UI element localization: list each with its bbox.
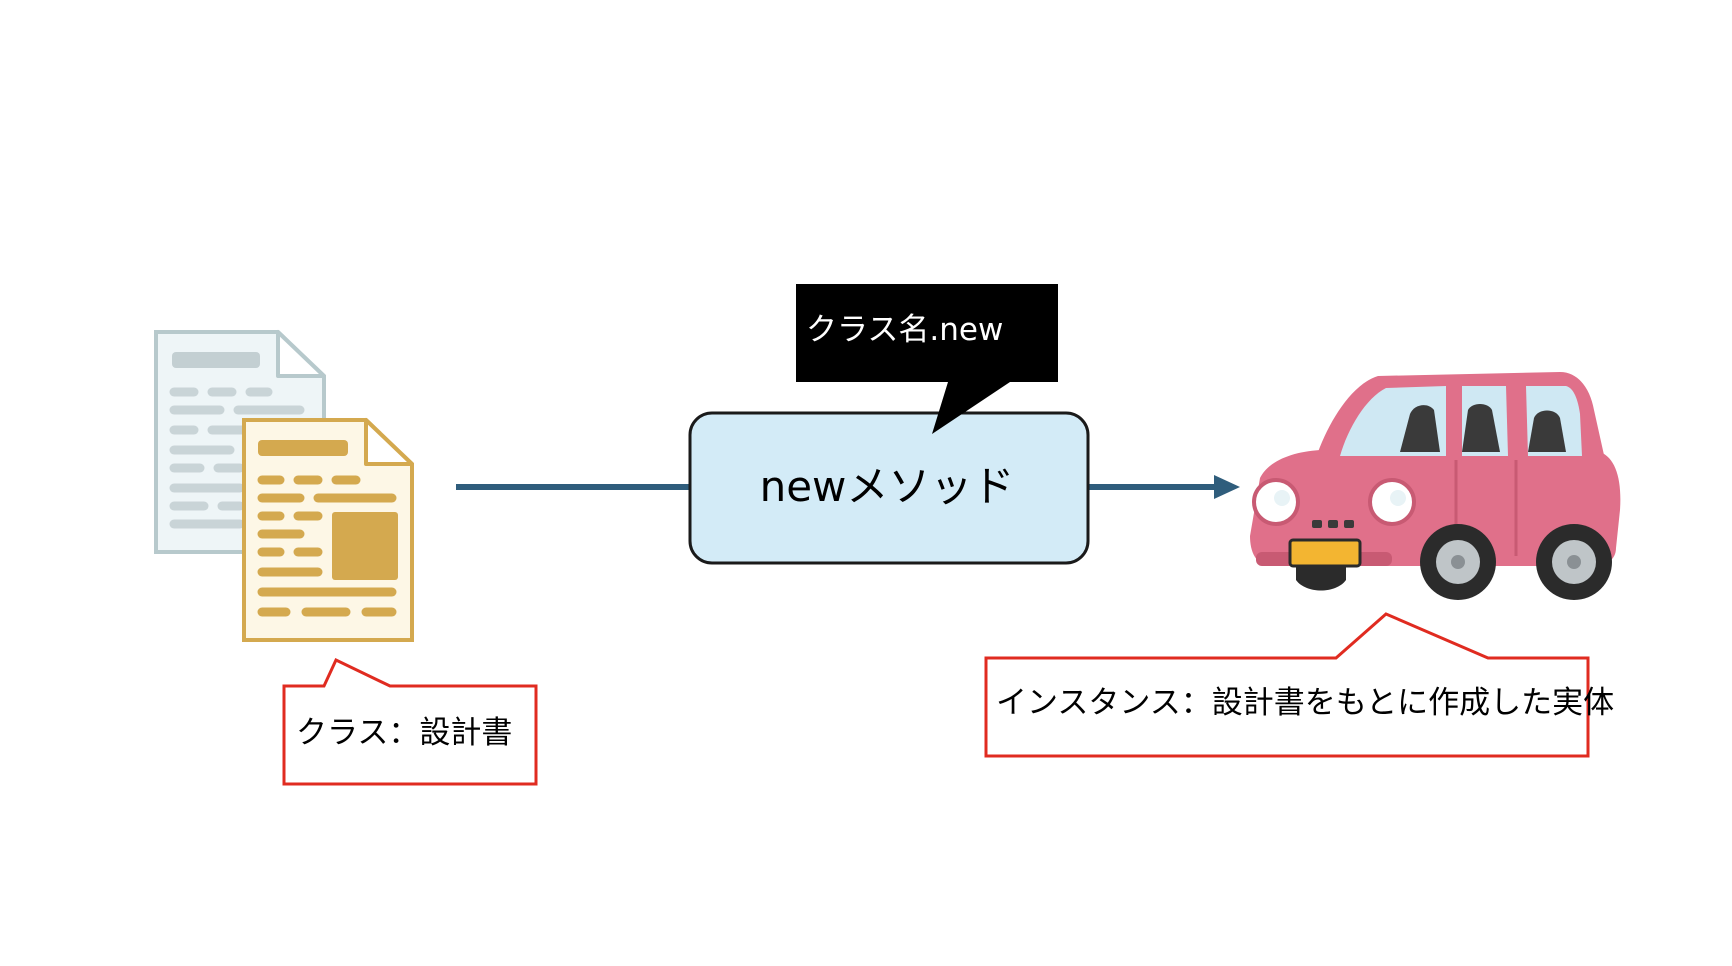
instance-callout	[984, 612, 1590, 758]
method-box	[688, 411, 1090, 565]
method-box-label: newメソッド	[759, 462, 1015, 511]
car-icon	[1250, 372, 1621, 600]
class-callout	[282, 657, 538, 786]
arrow-method-to-instance	[1088, 475, 1240, 499]
method-callout-label: クラス名.new	[806, 312, 1004, 348]
method-callout	[796, 284, 1058, 434]
instance-callout-label: インスタンス：設計書をもとに作成した実体	[996, 685, 1615, 721]
document-stack-icon	[154, 330, 414, 642]
class-callout-label: クラス：設計書	[296, 715, 513, 751]
